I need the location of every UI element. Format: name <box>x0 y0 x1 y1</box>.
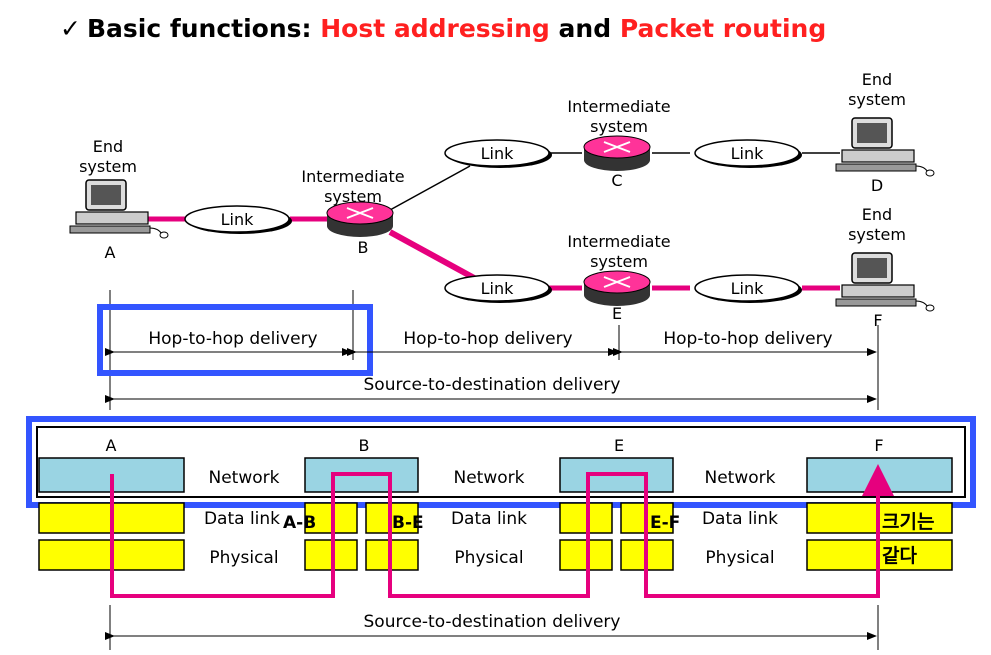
end-system-f-label-1: End <box>862 205 892 224</box>
network-label-3: Network <box>705 468 776 488</box>
computer-a-icon <box>69 179 169 239</box>
stack-b-letter: B <box>359 436 370 455</box>
node-e-label: E <box>612 304 622 323</box>
intermediate-c-label-1: Intermediate <box>567 97 670 116</box>
stack-f-letter: F <box>874 436 883 455</box>
node-a-label: A <box>105 243 116 262</box>
title-packet-routing: Packet routing <box>619 14 827 43</box>
title-prefix: Basic functions: <box>86 14 321 43</box>
network-layer-highlight-inner <box>36 426 966 498</box>
hop-tag-ef: E-F <box>650 513 680 533</box>
link-label: Link <box>221 210 255 229</box>
link-ellipse-ef: Link <box>694 274 802 303</box>
intermediate-e-label-1: Intermediate <box>567 232 670 251</box>
note-line-2: 같다 <box>882 545 917 567</box>
note-line-1: 크기는 <box>882 511 934 533</box>
link-label: Link <box>731 144 765 163</box>
physical-label-3: Physical <box>705 548 774 568</box>
stack-e-letter: E <box>614 436 624 455</box>
line-b-link3 <box>388 229 478 282</box>
physical-label-1: Physical <box>209 548 278 568</box>
end-system-a-label-1: End <box>93 137 123 156</box>
link-ellipse-ab: Link <box>184 205 292 234</box>
computer-f-icon <box>835 252 935 312</box>
end-system-d-label-1: End <box>862 70 892 89</box>
link-ellipse-be: Link <box>444 274 552 303</box>
network-label-1: Network <box>209 468 280 488</box>
title-host-addressing: Host addressing <box>320 14 550 43</box>
intermediate-e-label-2: system <box>590 252 648 271</box>
hop-label-ab: Hop-to-hop delivery <box>148 329 317 349</box>
hop-tag-be: B-E <box>392 513 424 533</box>
network-layer-highlight-outer <box>26 416 976 508</box>
link-ellipse-bc: Link <box>444 139 552 168</box>
line-b-link1 <box>389 165 471 211</box>
router-e-icon <box>583 270 651 306</box>
link-label: Link <box>481 279 515 298</box>
datalink-label-2: Data link <box>451 509 527 529</box>
node-c-label: C <box>611 171 622 190</box>
packet-path <box>110 464 894 598</box>
datalink-label-3: Data link <box>702 509 778 529</box>
physical-label-2: Physical <box>454 548 523 568</box>
end-system-f-label-2: system <box>848 225 906 244</box>
hop-label-be: Hop-to-hop delivery <box>403 329 572 349</box>
router-c-icon <box>583 135 651 171</box>
end-system-a-label-2: system <box>79 157 137 176</box>
hop-tag-ab: A-B <box>283 513 316 533</box>
node-d-label: D <box>871 176 883 195</box>
intermediate-b-label-1: Intermediate <box>301 167 404 186</box>
intermediate-b-label-2: system <box>324 187 382 206</box>
node-f-label: F <box>873 311 882 330</box>
node-b-label: B <box>358 238 369 257</box>
link-ellipse-cd: Link <box>694 139 802 168</box>
hop-label-ef: Hop-to-hop delivery <box>663 329 832 349</box>
hop-highlight-box <box>97 304 373 376</box>
end-system-d-label-2: system <box>848 90 906 109</box>
link-label: Link <box>481 144 515 163</box>
check-icon: ✓ <box>60 14 81 43</box>
datalink-label-1: Data link <box>204 509 280 529</box>
intermediate-c-label-2: system <box>590 117 648 136</box>
router-b-icon <box>326 201 394 237</box>
computer-d-icon <box>835 117 935 177</box>
source-dest-label-top: Source-to-destination delivery <box>364 375 621 395</box>
source-dest-label-bottom: Source-to-destination delivery <box>364 612 621 632</box>
stack-a-letter: A <box>106 436 117 455</box>
network-label-2: Network <box>454 468 525 488</box>
link-label: Link <box>731 279 765 298</box>
slide-title: ✓Basic functions: Host addressing and Pa… <box>60 14 826 43</box>
title-and: and <box>549 14 620 43</box>
